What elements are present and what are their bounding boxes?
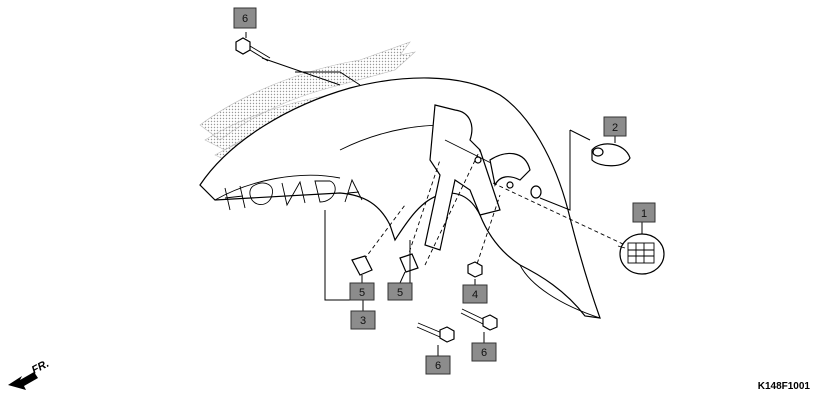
svg-text:3: 3 bbox=[360, 315, 366, 327]
reflector-part-1 bbox=[617, 233, 665, 275]
arrow-left-icon bbox=[8, 372, 38, 390]
honda-lettering-graphic bbox=[224, 178, 363, 211]
callout-5-left[interactable]: 5 bbox=[349, 282, 375, 301]
svg-text:6: 6 bbox=[481, 347, 487, 359]
nut-part-4 bbox=[467, 261, 483, 278]
washer bbox=[506, 181, 542, 199]
callout-3[interactable]: 3 bbox=[350, 310, 376, 330]
callout-6-bottom-right[interactable]: 6 bbox=[471, 342, 497, 362]
svg-text:5: 5 bbox=[359, 287, 365, 299]
grommet-left bbox=[351, 255, 373, 276]
callout-4[interactable]: 4 bbox=[462, 284, 488, 304]
reference-code: K148F1001 bbox=[757, 381, 810, 392]
front-direction-indicator: FR. bbox=[8, 358, 51, 390]
bolt-bottom-right bbox=[460, 308, 498, 331]
clip-part-2 bbox=[591, 143, 631, 167]
callout-5-right[interactable]: 5 bbox=[387, 282, 413, 301]
callout-1[interactable]: 1 bbox=[632, 202, 656, 223]
bolt-top bbox=[235, 37, 271, 62]
svg-text:1: 1 bbox=[641, 208, 647, 220]
direction-label: FR. bbox=[30, 358, 51, 377]
leader-lines bbox=[245, 32, 643, 356]
svg-text:5: 5 bbox=[397, 287, 403, 299]
svg-text:6: 6 bbox=[242, 13, 248, 25]
callout-6-top[interactable]: 6 bbox=[233, 7, 257, 29]
fender-stay-bracket bbox=[424, 104, 531, 251]
callout-6-bottom-left[interactable]: 6 bbox=[425, 355, 451, 375]
installation-guide-lines bbox=[359, 149, 626, 271]
svg-text:6: 6 bbox=[435, 360, 441, 372]
grommet-right bbox=[399, 253, 419, 273]
svg-text:4: 4 bbox=[472, 289, 478, 301]
bolt-bottom-left bbox=[416, 322, 455, 343]
callout-2[interactable]: 2 bbox=[603, 116, 627, 137]
svg-text:2: 2 bbox=[612, 122, 618, 134]
